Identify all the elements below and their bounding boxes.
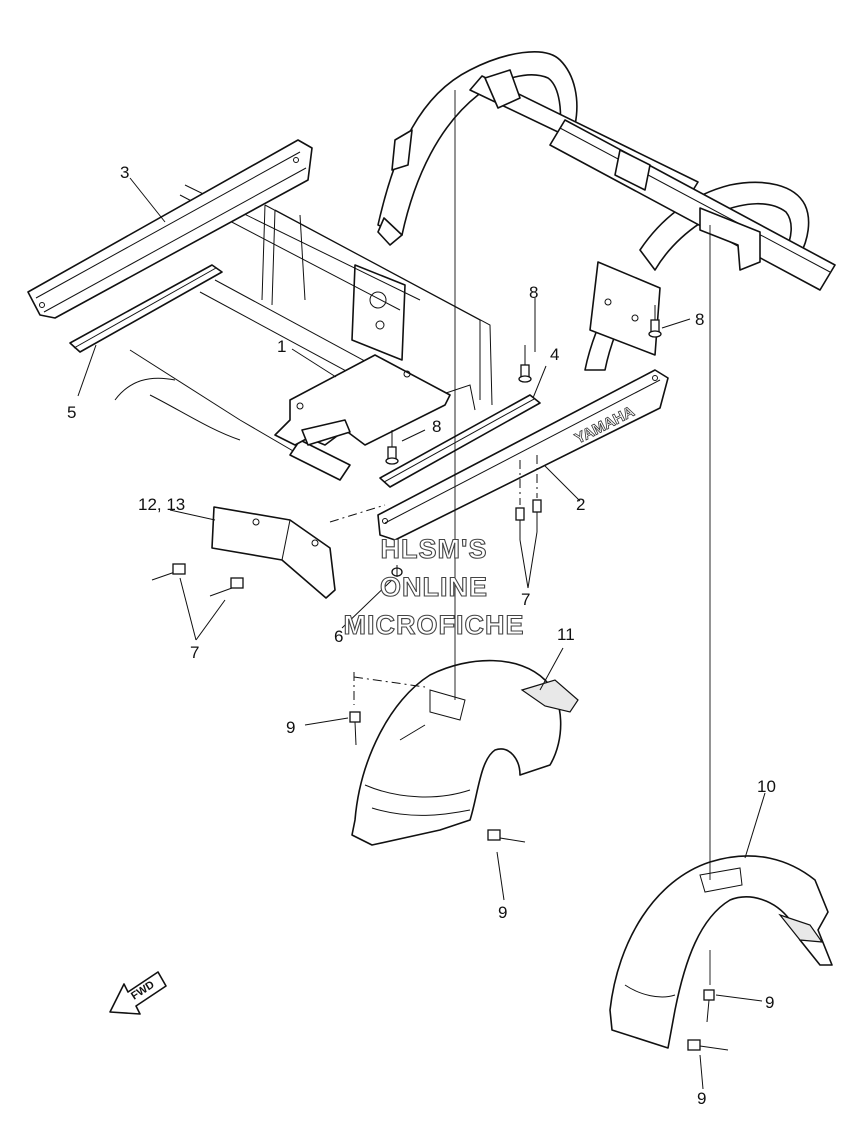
callout-10: 10 [757,777,776,796]
callout-7-left: 7 [190,643,199,662]
fwd-arrow: FWD [109,971,167,1015]
callout-8-right: 8 [695,310,704,329]
callout-9-right-lower: 9 [697,1089,706,1108]
bolt-9-left [349,711,361,746]
rivet-7-d [209,577,244,597]
leader-lines [77,177,766,1090]
part-3-rail [27,139,313,319]
alignment-lines [454,90,711,985]
screw-8-lower [385,430,399,465]
screw-8-right [648,305,662,338]
watermark-line-2: ONLINE [380,572,488,602]
bolt-9-right-upper [703,989,715,1023]
part-10-fender [609,855,833,1049]
callout-11: 11 [557,625,575,644]
part-12-13-panel [211,506,336,599]
clip-6 [391,565,403,577]
callout-1: 1 [277,337,286,356]
callout-8-lower: 8 [432,417,441,436]
fasteners [151,305,729,1051]
callout-9-right-upper: 9 [765,993,774,1012]
seat-frame [114,184,661,481]
callout-9-left: 9 [286,718,295,737]
callout-9-middle: 9 [498,903,507,922]
centerlines [329,455,538,705]
part-11-fender [351,659,579,846]
callouts: 3 5 1 8 8 4 8 2 12, 13 7 7 6 11 9 9 10 9… [67,163,776,1108]
bolt-9-right-lower [687,1039,729,1051]
callout-6: 6 [334,627,343,646]
part-4-rail [379,394,541,488]
part-1-floor-panel [274,354,451,446]
bolt-9-middle [487,829,526,843]
callout-12-13: 12, 13 [138,495,185,514]
rivet-7-b [532,499,542,532]
watermark-line-3: MICROFICHE [344,610,525,640]
callout-3: 3 [120,163,129,182]
callout-5: 5 [67,403,76,422]
callout-2: 2 [576,495,585,514]
watermark: HLSM'S ONLINE MICROFICHE [343,533,525,640]
callout-7-right: 7 [521,590,530,609]
watermark-line-1: HLSM'S [381,534,488,564]
callout-4: 4 [550,345,559,364]
rivet-7-c [151,563,186,581]
screw-8-middle [518,345,532,383]
callout-8-top: 8 [529,283,538,302]
rivet-7-a [515,507,525,540]
part-5-rail [69,264,223,353]
